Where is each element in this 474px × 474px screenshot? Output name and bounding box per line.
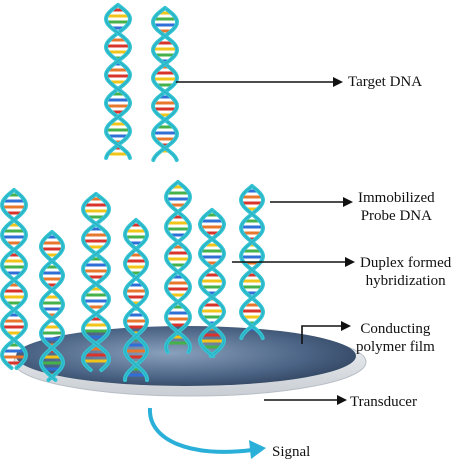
dna-strand-highlight (1, 189, 27, 369)
polymer-film-label: Conducting polymer film (356, 320, 435, 356)
dna-strand-highlight (152, 7, 178, 161)
duplex-label: Duplex formed hybridization (360, 254, 451, 290)
polymer-film-arrowhead (341, 321, 351, 331)
probe-dna-helix (122, 218, 150, 382)
probe-dna-helix (0, 188, 28, 370)
transducer-arrowhead (337, 395, 347, 405)
signal-label: Signal (272, 444, 311, 460)
dna-strand-highlight (199, 209, 225, 357)
dna-strand-highlight (82, 193, 110, 371)
probe-dna-label-line1: Immobilized (358, 190, 435, 206)
signal-arrowhead (249, 440, 266, 459)
transducer-disk (13, 326, 367, 397)
dna-helix-group (0, 3, 266, 382)
dna-strand-highlight (165, 181, 191, 353)
dna-strand-highlight (165, 181, 191, 353)
dna-strand-highlight (124, 219, 148, 381)
dna-strand-b (0, 188, 28, 370)
duplex-arrowhead (345, 257, 355, 267)
duplex-dna-helix (81, 192, 111, 372)
probe-dna-arrowhead (343, 197, 353, 207)
polymer-film-arrow (301, 325, 344, 344)
target-dna-helix (103, 3, 133, 160)
callout-arrows (147, 77, 355, 459)
target-dna-helix (150, 6, 180, 162)
probe-dna-helix (38, 230, 66, 382)
probe-dna-label: Immobilized Probe DNA (358, 189, 435, 225)
dna-strand-highlight (105, 4, 131, 159)
target-dna-arrowhead (333, 77, 343, 87)
dna-strand-highlight (152, 7, 178, 161)
dna-strand-highlight (124, 219, 148, 381)
transducer-label: Transducer (350, 394, 417, 410)
dna-strand-highlight (40, 231, 64, 381)
target-dna-label: Target DNA (348, 74, 423, 90)
duplex-label-line2: hybridization (365, 273, 446, 289)
probe-dna-label-line2: Probe DNA (360, 208, 432, 224)
dna-strand-highlight (105, 4, 131, 159)
polymer-film-label-line1: Conducting (360, 321, 431, 337)
dna-strand-highlight (199, 209, 225, 357)
duplex-dna-helix (197, 208, 227, 358)
duplex-dna-helix (164, 180, 192, 354)
conducting-polymer-film (16, 326, 356, 386)
dna-strand-highlight (40, 231, 64, 381)
duplex-label-line1: Duplex formed (360, 255, 452, 271)
polymer-film-label-line2: polymer film (356, 339, 435, 355)
signal-arrow (147, 407, 253, 454)
